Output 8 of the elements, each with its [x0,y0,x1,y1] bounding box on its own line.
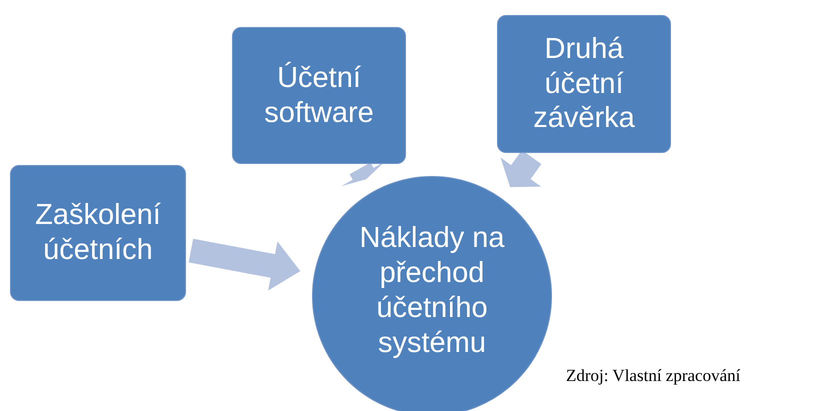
block-arrow [188,238,300,291]
topic-circle: Náklady na přechod účetního systému [312,176,552,411]
source-caption: Zdroj: Vlastní zpracování [566,366,740,386]
factor-box: Účetní software [232,27,406,164]
factor-box: Zaškolení účetních [10,165,186,301]
block-arrow [341,162,385,186]
block-arrow [500,150,542,188]
factor-box: Druhá účetní závěrka [497,15,671,153]
